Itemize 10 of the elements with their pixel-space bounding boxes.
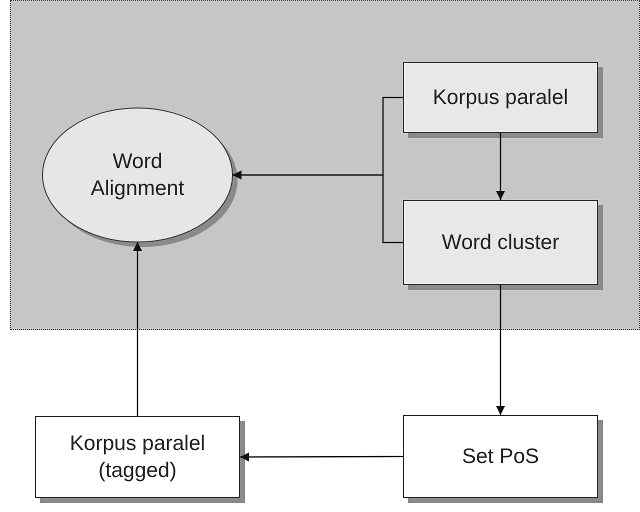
- arrow: [496, 133, 505, 200]
- arrow: [240, 452, 403, 462]
- arrow: [496, 285, 505, 415]
- node-label: Word Alignment: [90, 148, 186, 202]
- node-label: Korpus paralel: [432, 84, 568, 111]
- node-label: Korpus paralel (tagged): [68, 430, 206, 484]
- node-label: Word cluster: [442, 230, 560, 256]
- arrow: [133, 242, 142, 416]
- arrow: [232, 170, 403, 244]
- node-label: Set PoS: [462, 444, 540, 470]
